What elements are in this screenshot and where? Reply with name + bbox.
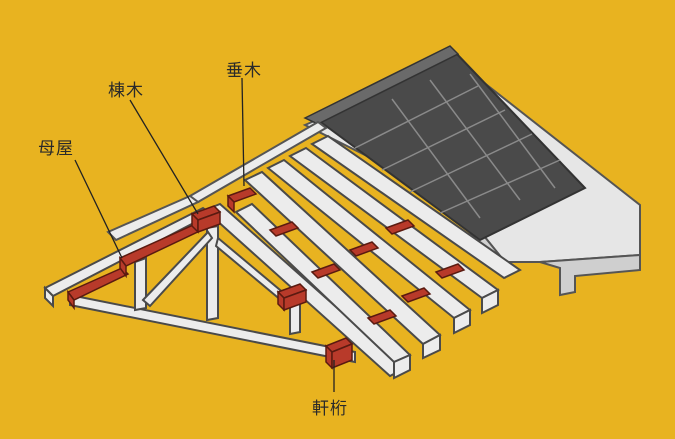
label-munagi: 棟木 — [108, 81, 144, 101]
rafters — [234, 134, 522, 380]
label-moya: 母屋 — [38, 139, 74, 159]
label-taruki: 垂木 — [226, 61, 262, 81]
roof-tiles — [303, 45, 587, 242]
label-nokigeta: 軒桁 — [312, 399, 348, 419]
ridge-lines — [106, 120, 328, 242]
leader-lines — [74, 77, 335, 392]
red-beams — [66, 187, 466, 370]
